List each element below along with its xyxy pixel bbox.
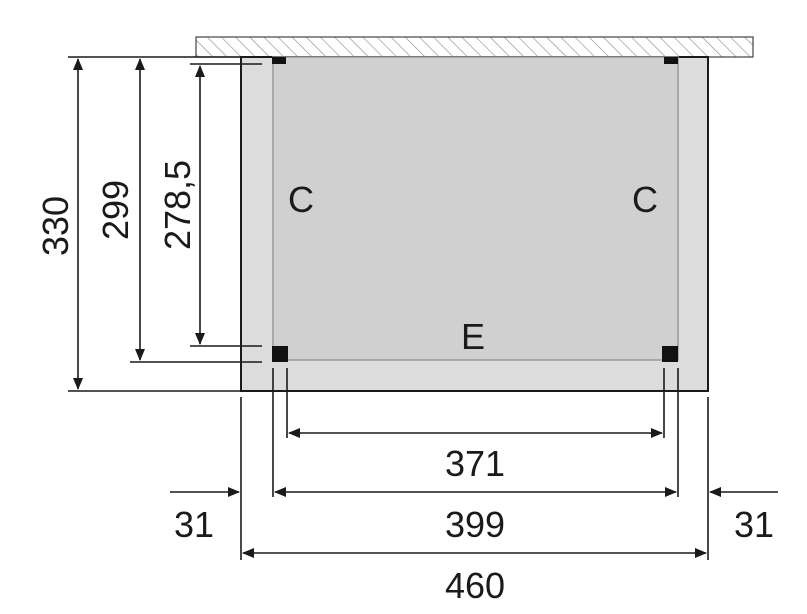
post-bottom-left — [272, 346, 288, 362]
wall-hatched — [195, 36, 754, 58]
dim-label-width-inner: 371 — [445, 443, 505, 484]
dim-label-width-posts: 399 — [445, 504, 505, 545]
dim-label-overhang-left: 31 — [174, 504, 214, 545]
front-label: E — [461, 316, 485, 357]
post-top-left — [272, 57, 286, 64]
dim-label-height-inner: 278,5 — [157, 160, 198, 250]
side-label-left: C — [288, 179, 314, 220]
dim-label-height-total: 330 — [35, 196, 76, 256]
dim-label-overhang-right: 31 — [734, 504, 774, 545]
dim-label-width-total: 460 — [445, 565, 505, 606]
dim-label-height-posts: 299 — [95, 180, 136, 240]
post-area — [272, 56, 679, 361]
post-top-right — [664, 57, 678, 64]
post-bottom-right — [662, 346, 678, 362]
side-label-right: C — [632, 179, 658, 220]
